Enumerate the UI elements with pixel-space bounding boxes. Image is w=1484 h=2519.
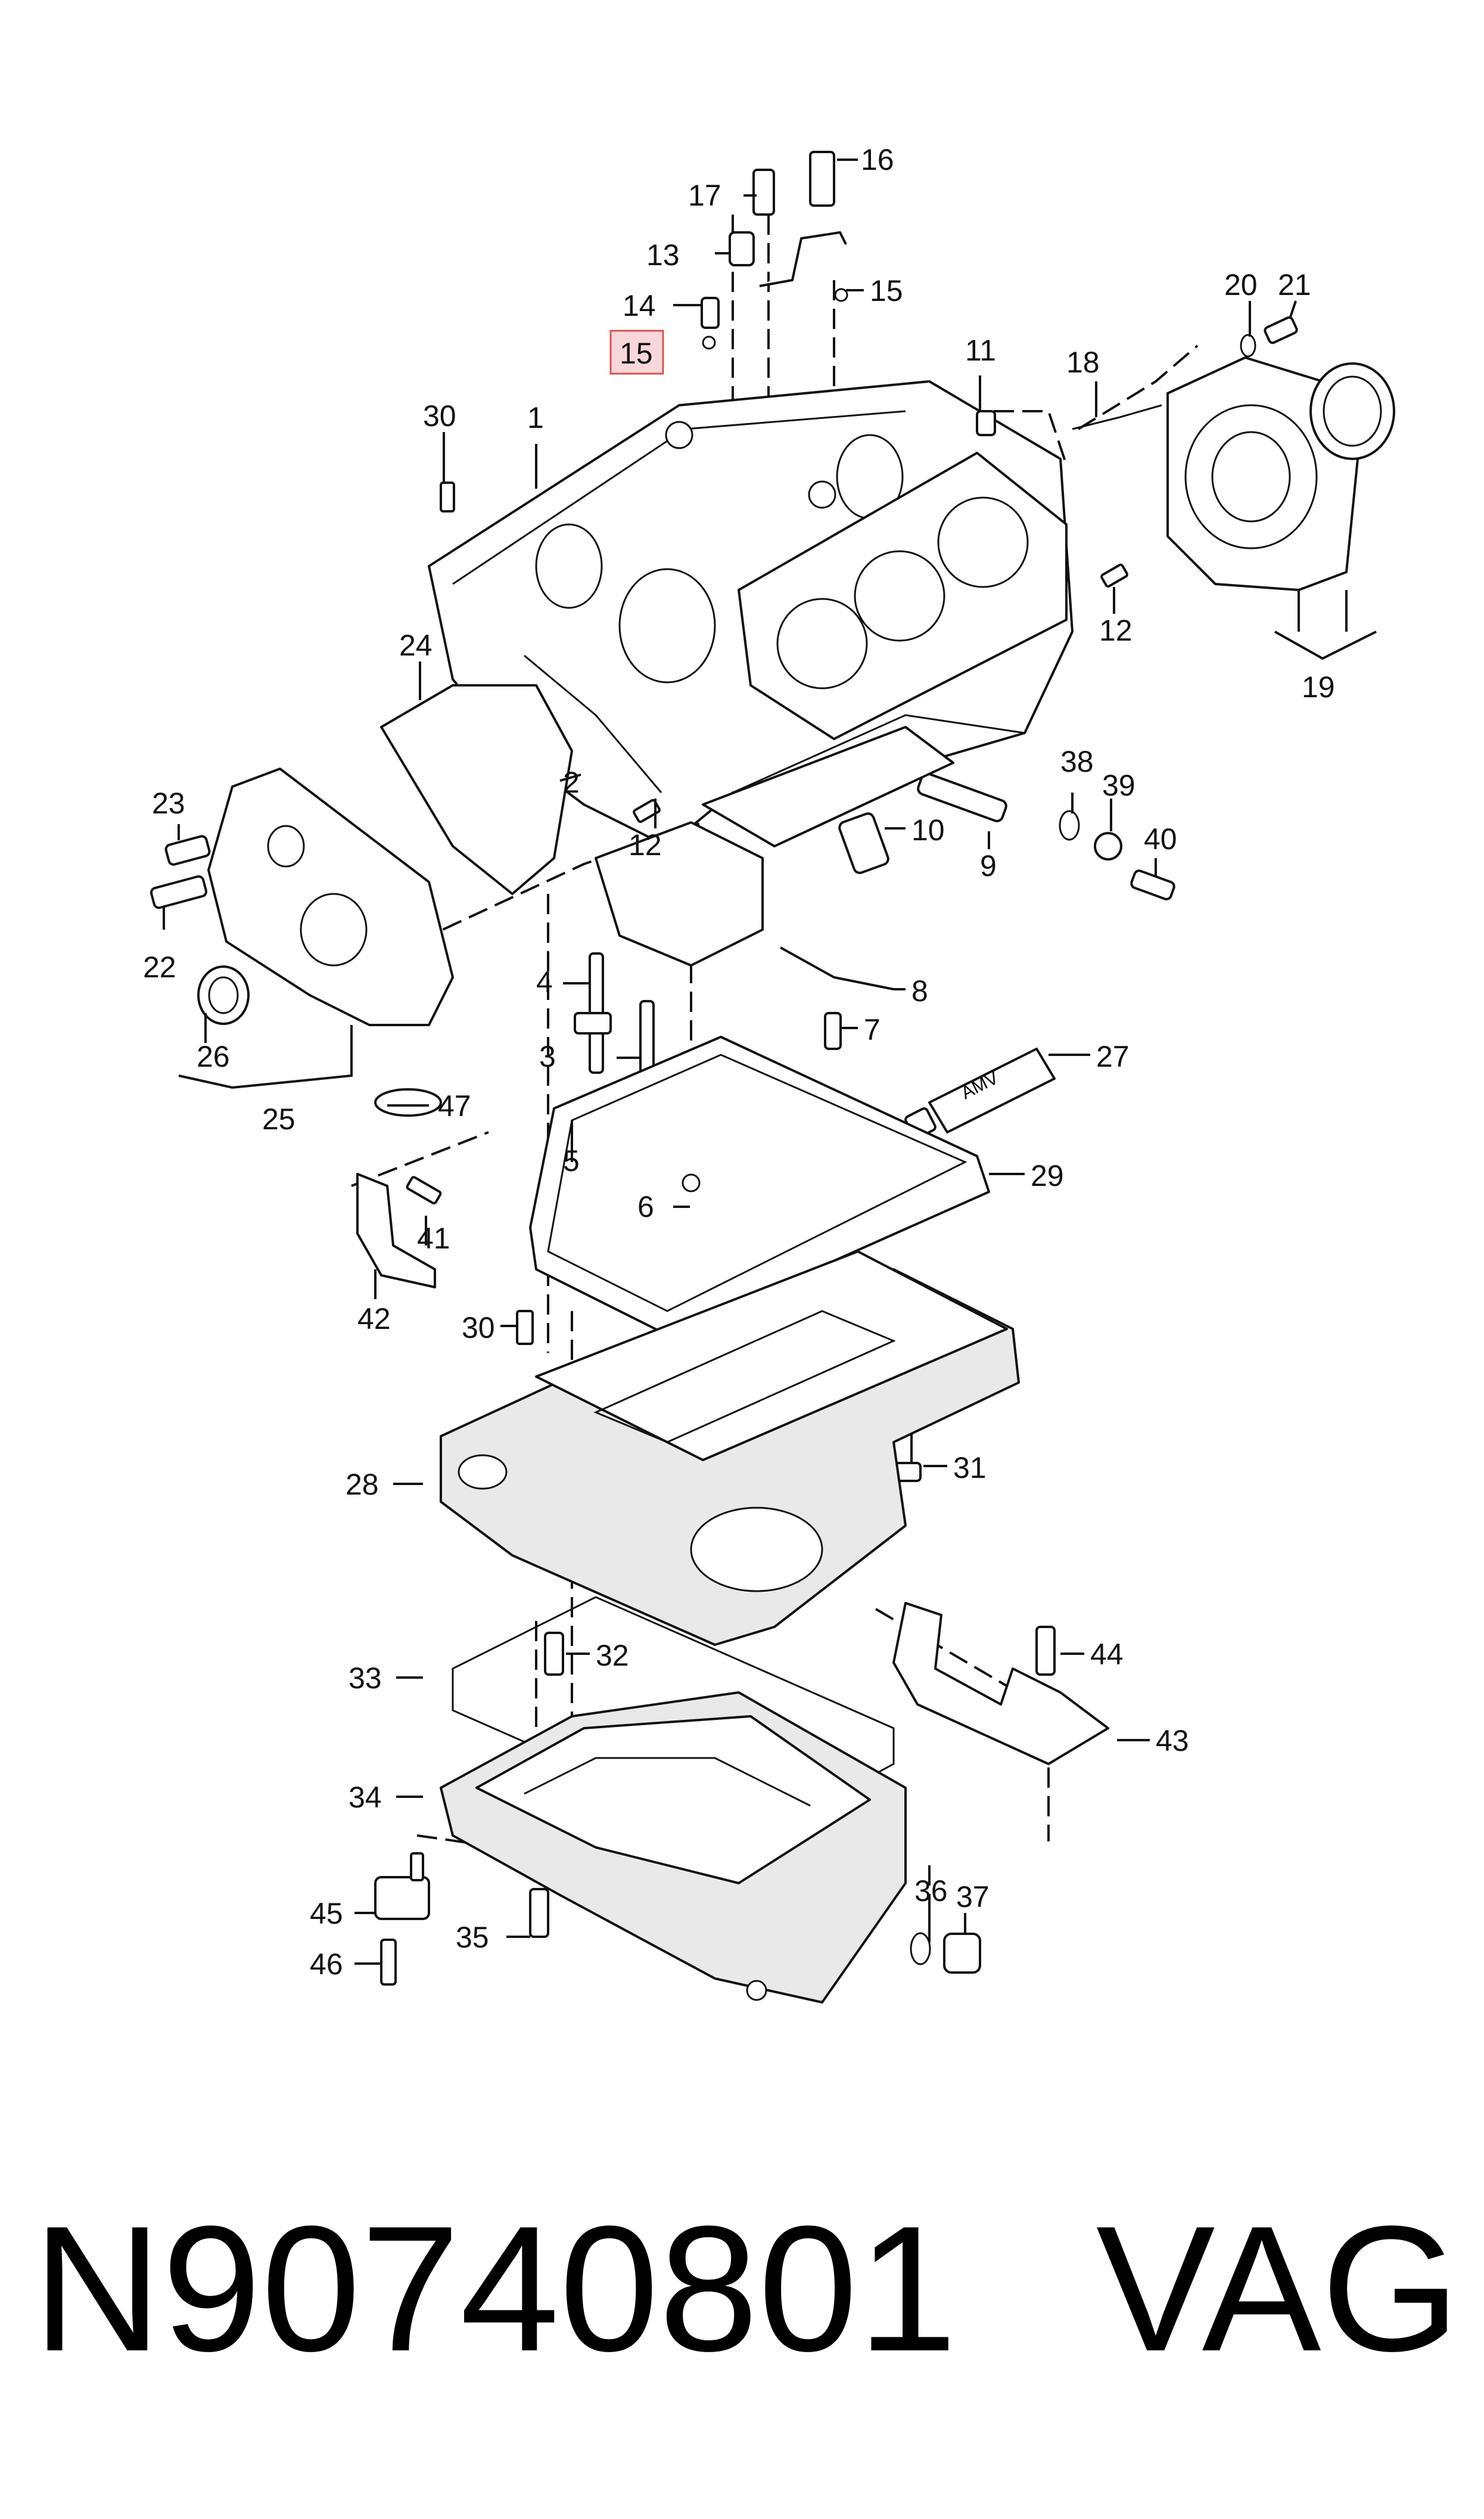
label-28: 28 <box>346 1468 379 1501</box>
label-47: 47 <box>438 1089 471 1123</box>
head-gasket <box>738 452 1068 740</box>
label-22: 22 <box>143 951 176 984</box>
label-4: 4 <box>536 965 553 999</box>
oil-baffle <box>892 1602 1109 1765</box>
label-24: 24 <box>399 629 433 662</box>
label-2: 2 <box>563 766 580 799</box>
part-labels: 1 2 3 4 5 6 7 8 9 10 11 12 12 13 14 15 1… <box>143 143 1335 1981</box>
sealant-tube: AMV <box>904 1048 1056 1139</box>
label-35: 35 <box>456 1921 489 1954</box>
label-25: 25 <box>262 1102 295 1136</box>
upper-oil-pan <box>440 1250 1020 1646</box>
label-30a: 30 <box>423 399 456 433</box>
label-21: 21 <box>1278 268 1311 302</box>
label-12b: 12 <box>629 828 662 862</box>
label-6: 6 <box>637 1190 654 1223</box>
brand-name: VAG <box>1096 2188 1460 2388</box>
label-44: 44 <box>1090 1638 1124 1671</box>
label-14: 14 <box>623 289 656 322</box>
label-36: 36 <box>914 1874 948 1908</box>
label-34: 34 <box>349 1781 382 1814</box>
label-19: 19 <box>1302 670 1335 704</box>
label-10: 10 <box>911 813 945 847</box>
label-37: 37 <box>956 1880 990 1914</box>
front-cover-oil-pump <box>197 684 573 1117</box>
label-45: 45 <box>310 1897 343 1930</box>
rear-seal-flange <box>1072 356 1395 591</box>
label-8: 8 <box>911 974 928 1008</box>
label-1: 1 <box>527 401 544 434</box>
label-12a: 12 <box>1099 614 1133 647</box>
label-40: 40 <box>1144 822 1177 856</box>
label-39: 39 <box>1102 769 1135 802</box>
footer: N90740801 VAG <box>0 2199 1484 2449</box>
bearing-bridge <box>595 726 954 967</box>
label-16: 16 <box>861 143 894 176</box>
label-38: 38 <box>1060 745 1094 778</box>
label-3: 3 <box>539 1040 556 1073</box>
lower-pan-gasket <box>452 1596 895 1843</box>
label-29: 29 <box>1031 1159 1064 1192</box>
exploded-parts-diagram: AMV <box>143 143 1395 2004</box>
label-42: 42 <box>357 1302 391 1335</box>
label-41: 41 <box>417 1222 450 1255</box>
label-23: 23 <box>152 787 185 820</box>
label-7: 7 <box>864 1013 881 1046</box>
label-5: 5 <box>563 1144 580 1178</box>
label-18: 18 <box>1066 346 1100 379</box>
label-13: 13 <box>646 238 680 272</box>
label-26: 26 <box>197 1040 230 1073</box>
label-15a: 15 <box>620 337 653 370</box>
part-number: N90740801 <box>33 2188 957 2388</box>
label-17: 17 <box>688 179 721 212</box>
label-33: 33 <box>349 1661 382 1695</box>
label-30b: 30 <box>462 1311 495 1344</box>
label-9: 9 <box>980 849 997 883</box>
highlight-box <box>609 330 664 375</box>
label-11: 11 <box>965 334 996 367</box>
label-46: 46 <box>310 1948 343 1981</box>
label-31: 31 <box>953 1451 987 1484</box>
label-43: 43 <box>1156 1724 1189 1757</box>
lower-oil-pan <box>440 1691 907 2004</box>
label-20: 20 <box>1224 268 1258 302</box>
label-32: 32 <box>596 1639 629 1672</box>
label-27: 27 <box>1096 1040 1130 1073</box>
leader-lines <box>163 159 1377 1965</box>
label-15b: 15 <box>870 274 903 308</box>
